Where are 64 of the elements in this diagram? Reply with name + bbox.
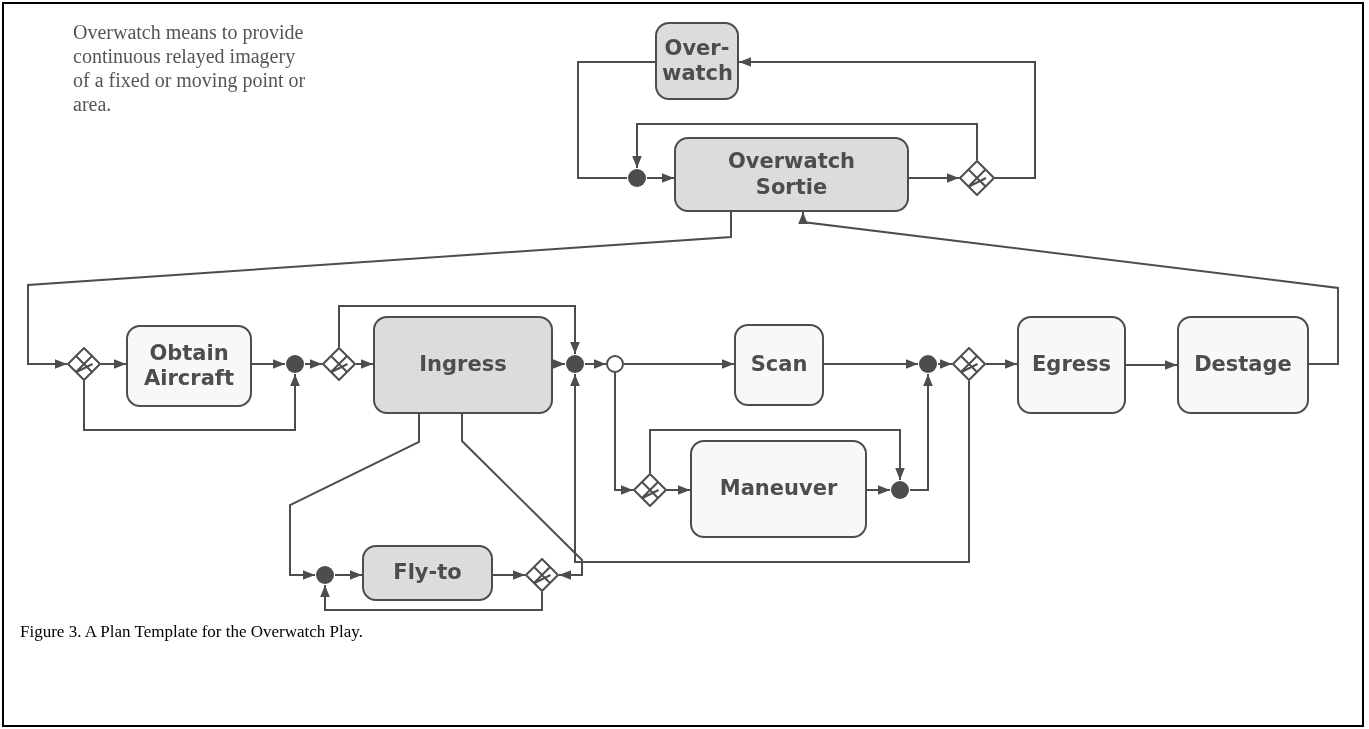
process-box: [690, 440, 867, 538]
node-label: Egress: [1032, 352, 1111, 378]
node-label: Obtain Aircraft: [143, 340, 235, 392]
arrow: [623, 359, 735, 369]
decision-diamond: [322, 347, 356, 381]
arrow: [334, 570, 363, 580]
node-label: Destage: [1194, 352, 1292, 378]
node-label: Scan: [750, 352, 808, 378]
node-label: Over-watch: [662, 35, 732, 87]
figure-caption: Figure 3. A Plan Template for the Overwatch Play.: [20, 622, 363, 642]
process-box: [655, 22, 739, 100]
arrow: [798, 211, 1339, 365]
arrow: [27, 211, 732, 369]
process-box: [734, 324, 824, 406]
merge-dot: [285, 354, 305, 374]
process-box: [674, 137, 909, 212]
arrow: [304, 359, 323, 369]
arrow: [461, 413, 583, 580]
decision-diamond: [952, 347, 986, 381]
arrow: [570, 373, 970, 563]
arrow: [289, 413, 420, 580]
arrow: [1125, 360, 1178, 370]
arrow: [866, 485, 891, 495]
arrow: [646, 173, 675, 183]
arrow: [83, 373, 300, 431]
process-box: [373, 316, 553, 414]
connector-line: [577, 61, 656, 179]
arrow: [614, 372, 634, 495]
arrow: [584, 359, 607, 369]
arrow: [909, 373, 933, 491]
arrow: [552, 359, 566, 369]
arrow: [649, 429, 905, 481]
arrow: [666, 485, 691, 495]
arrow: [355, 359, 374, 369]
arrow: [492, 570, 526, 580]
merge-dot: [918, 354, 938, 374]
decision-diamond: [959, 160, 995, 196]
arrow: [738, 57, 1036, 179]
decision-diamond: [525, 558, 559, 592]
merge-dot: [627, 168, 647, 188]
arrow: [251, 359, 286, 369]
start-circle: [606, 355, 624, 373]
arrow: [320, 584, 543, 611]
merge-dot: [890, 480, 910, 500]
node-label: Overwatch Sortie: [726, 149, 857, 200]
arrow: [632, 123, 978, 169]
arrow: [937, 359, 953, 369]
process-box: [362, 545, 493, 601]
merge-dot: [315, 565, 335, 585]
decision-diamond: [633, 473, 667, 507]
merge-dot: [565, 354, 585, 374]
arrow: [823, 359, 919, 369]
arrow: [100, 359, 127, 369]
process-box: [1017, 316, 1126, 414]
node-label: Ingress: [419, 352, 507, 378]
process-box: [1177, 316, 1309, 414]
note-text: Overwatch means to provide continuous relayed imagery of a fixed or moving point or area.: [73, 20, 307, 116]
node-label: Fly-to: [393, 560, 462, 586]
decision-diamond: [67, 347, 101, 381]
process-box: [126, 325, 252, 407]
arrow: [985, 359, 1018, 369]
arrow: [338, 305, 580, 355]
node-label: Maneuver: [719, 476, 838, 502]
arrow: [908, 173, 960, 183]
